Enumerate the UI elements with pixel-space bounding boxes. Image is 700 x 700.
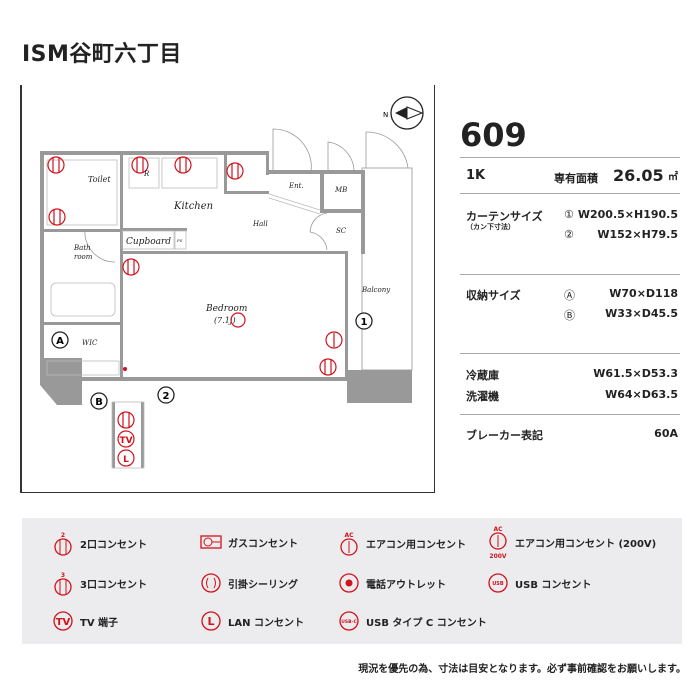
svg-text:N: N xyxy=(383,111,388,119)
ps-label: PS xyxy=(176,238,183,243)
svg-text:TV: TV xyxy=(56,617,71,628)
floor-plan: N xyxy=(20,85,435,493)
svg-text:1: 1 xyxy=(361,317,368,328)
property-title: ISM谷町六丁目 xyxy=(22,42,182,67)
tv-icon: TV xyxy=(119,436,132,446)
sc-label: SC xyxy=(336,227,347,235)
svg-text:3: 3 xyxy=(61,572,65,579)
svg-text:L: L xyxy=(207,615,214,628)
walls xyxy=(40,151,412,468)
cupboard-label: Cupboard xyxy=(126,237,171,247)
svg-text:B: B xyxy=(95,397,103,408)
door-arcs xyxy=(84,128,409,263)
legend-phone: 電話アウトレット xyxy=(338,572,446,594)
marker-a: A xyxy=(51,331,69,349)
kitchen-label: Kitchen xyxy=(173,201,213,212)
svg-text:2: 2 xyxy=(163,391,170,402)
svg-text:AC: AC xyxy=(344,532,354,539)
mb-label: MB xyxy=(334,186,347,194)
svg-text:200V: 200V xyxy=(489,553,507,560)
legend-gas: ガスコンセント xyxy=(200,534,298,550)
ent-label: Ent. xyxy=(288,182,304,190)
disclaimer-note: 現況を優先の為、寸法は目安となります。必ず事前確認をお願いします。 xyxy=(358,664,686,675)
legend-ceiling: 引掛シーリング xyxy=(200,572,298,594)
bath-label-2: room xyxy=(74,253,93,261)
marker-b: B xyxy=(90,392,108,410)
hall-label: Hall xyxy=(252,220,268,228)
svg-text:A: A xyxy=(56,336,64,347)
marker-1: 1 xyxy=(355,312,373,330)
svg-text:USB: USB xyxy=(492,581,504,587)
bath-label: Bath xyxy=(73,244,91,252)
outlet-icons xyxy=(47,156,343,467)
marker-2: 2 xyxy=(157,386,175,404)
toilet-label: Toilet xyxy=(88,175,111,184)
bedroom-label: Bedroom xyxy=(205,304,247,314)
layout-row: 1K 専有面積 26.05 ㎡ xyxy=(466,166,678,185)
room-number: 609 xyxy=(460,116,527,154)
svg-text:R: R xyxy=(143,170,150,178)
lan-icon: L xyxy=(123,455,129,465)
wic-label: WIC xyxy=(82,339,98,347)
svg-text:2: 2 xyxy=(61,532,65,539)
compass-icon: N xyxy=(383,96,424,130)
svg-text:AC: AC xyxy=(493,526,503,533)
bedroom-size: (7.1j) xyxy=(214,316,235,325)
balcony-label: Balcony xyxy=(361,286,391,294)
svg-text:USB-C: USB-C xyxy=(341,619,357,625)
